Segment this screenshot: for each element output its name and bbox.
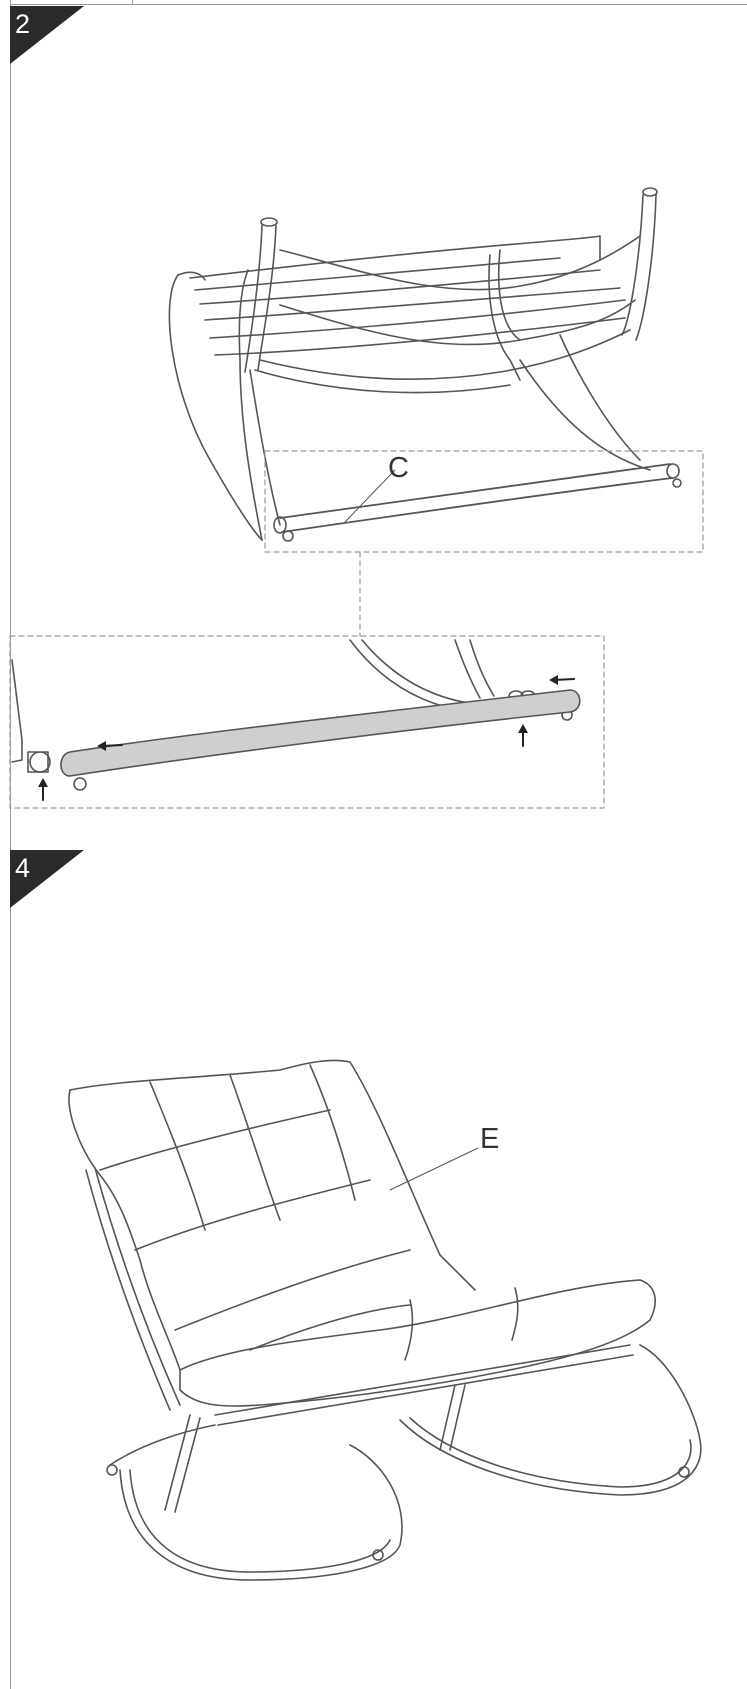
part-label-e: E bbox=[480, 1123, 500, 1155]
step-number-2: 2 bbox=[15, 9, 31, 39]
leader-line-e bbox=[389, 1147, 479, 1191]
part-label-c: C bbox=[388, 452, 409, 484]
step-badge-4: 4 bbox=[10, 850, 84, 908]
top-tick bbox=[132, 0, 133, 4]
leader-line-c bbox=[344, 469, 396, 523]
detail-box-upper bbox=[264, 450, 704, 553]
page-left-rule bbox=[10, 0, 11, 1689]
arrow-left-icon bbox=[549, 675, 575, 685]
chair-frame-upside-down bbox=[168, 187, 682, 542]
arrow-up-icon bbox=[38, 778, 48, 801]
arrow-up-icon bbox=[518, 724, 528, 747]
direction-arrows bbox=[38, 675, 575, 801]
badge-triangle bbox=[10, 6, 84, 64]
badge-triangle bbox=[10, 850, 84, 908]
page-top-rule bbox=[10, 4, 747, 5]
assembled-chair bbox=[68, 1059, 702, 1581]
arrow-left-icon bbox=[97, 741, 123, 751]
highlighted-bar-c bbox=[60, 689, 581, 777]
step-number-4: 4 bbox=[15, 853, 31, 883]
step-badge-2: 2 bbox=[10, 6, 84, 64]
detail-callout-boxes bbox=[9, 450, 704, 809]
detail-box-lower bbox=[9, 635, 605, 809]
